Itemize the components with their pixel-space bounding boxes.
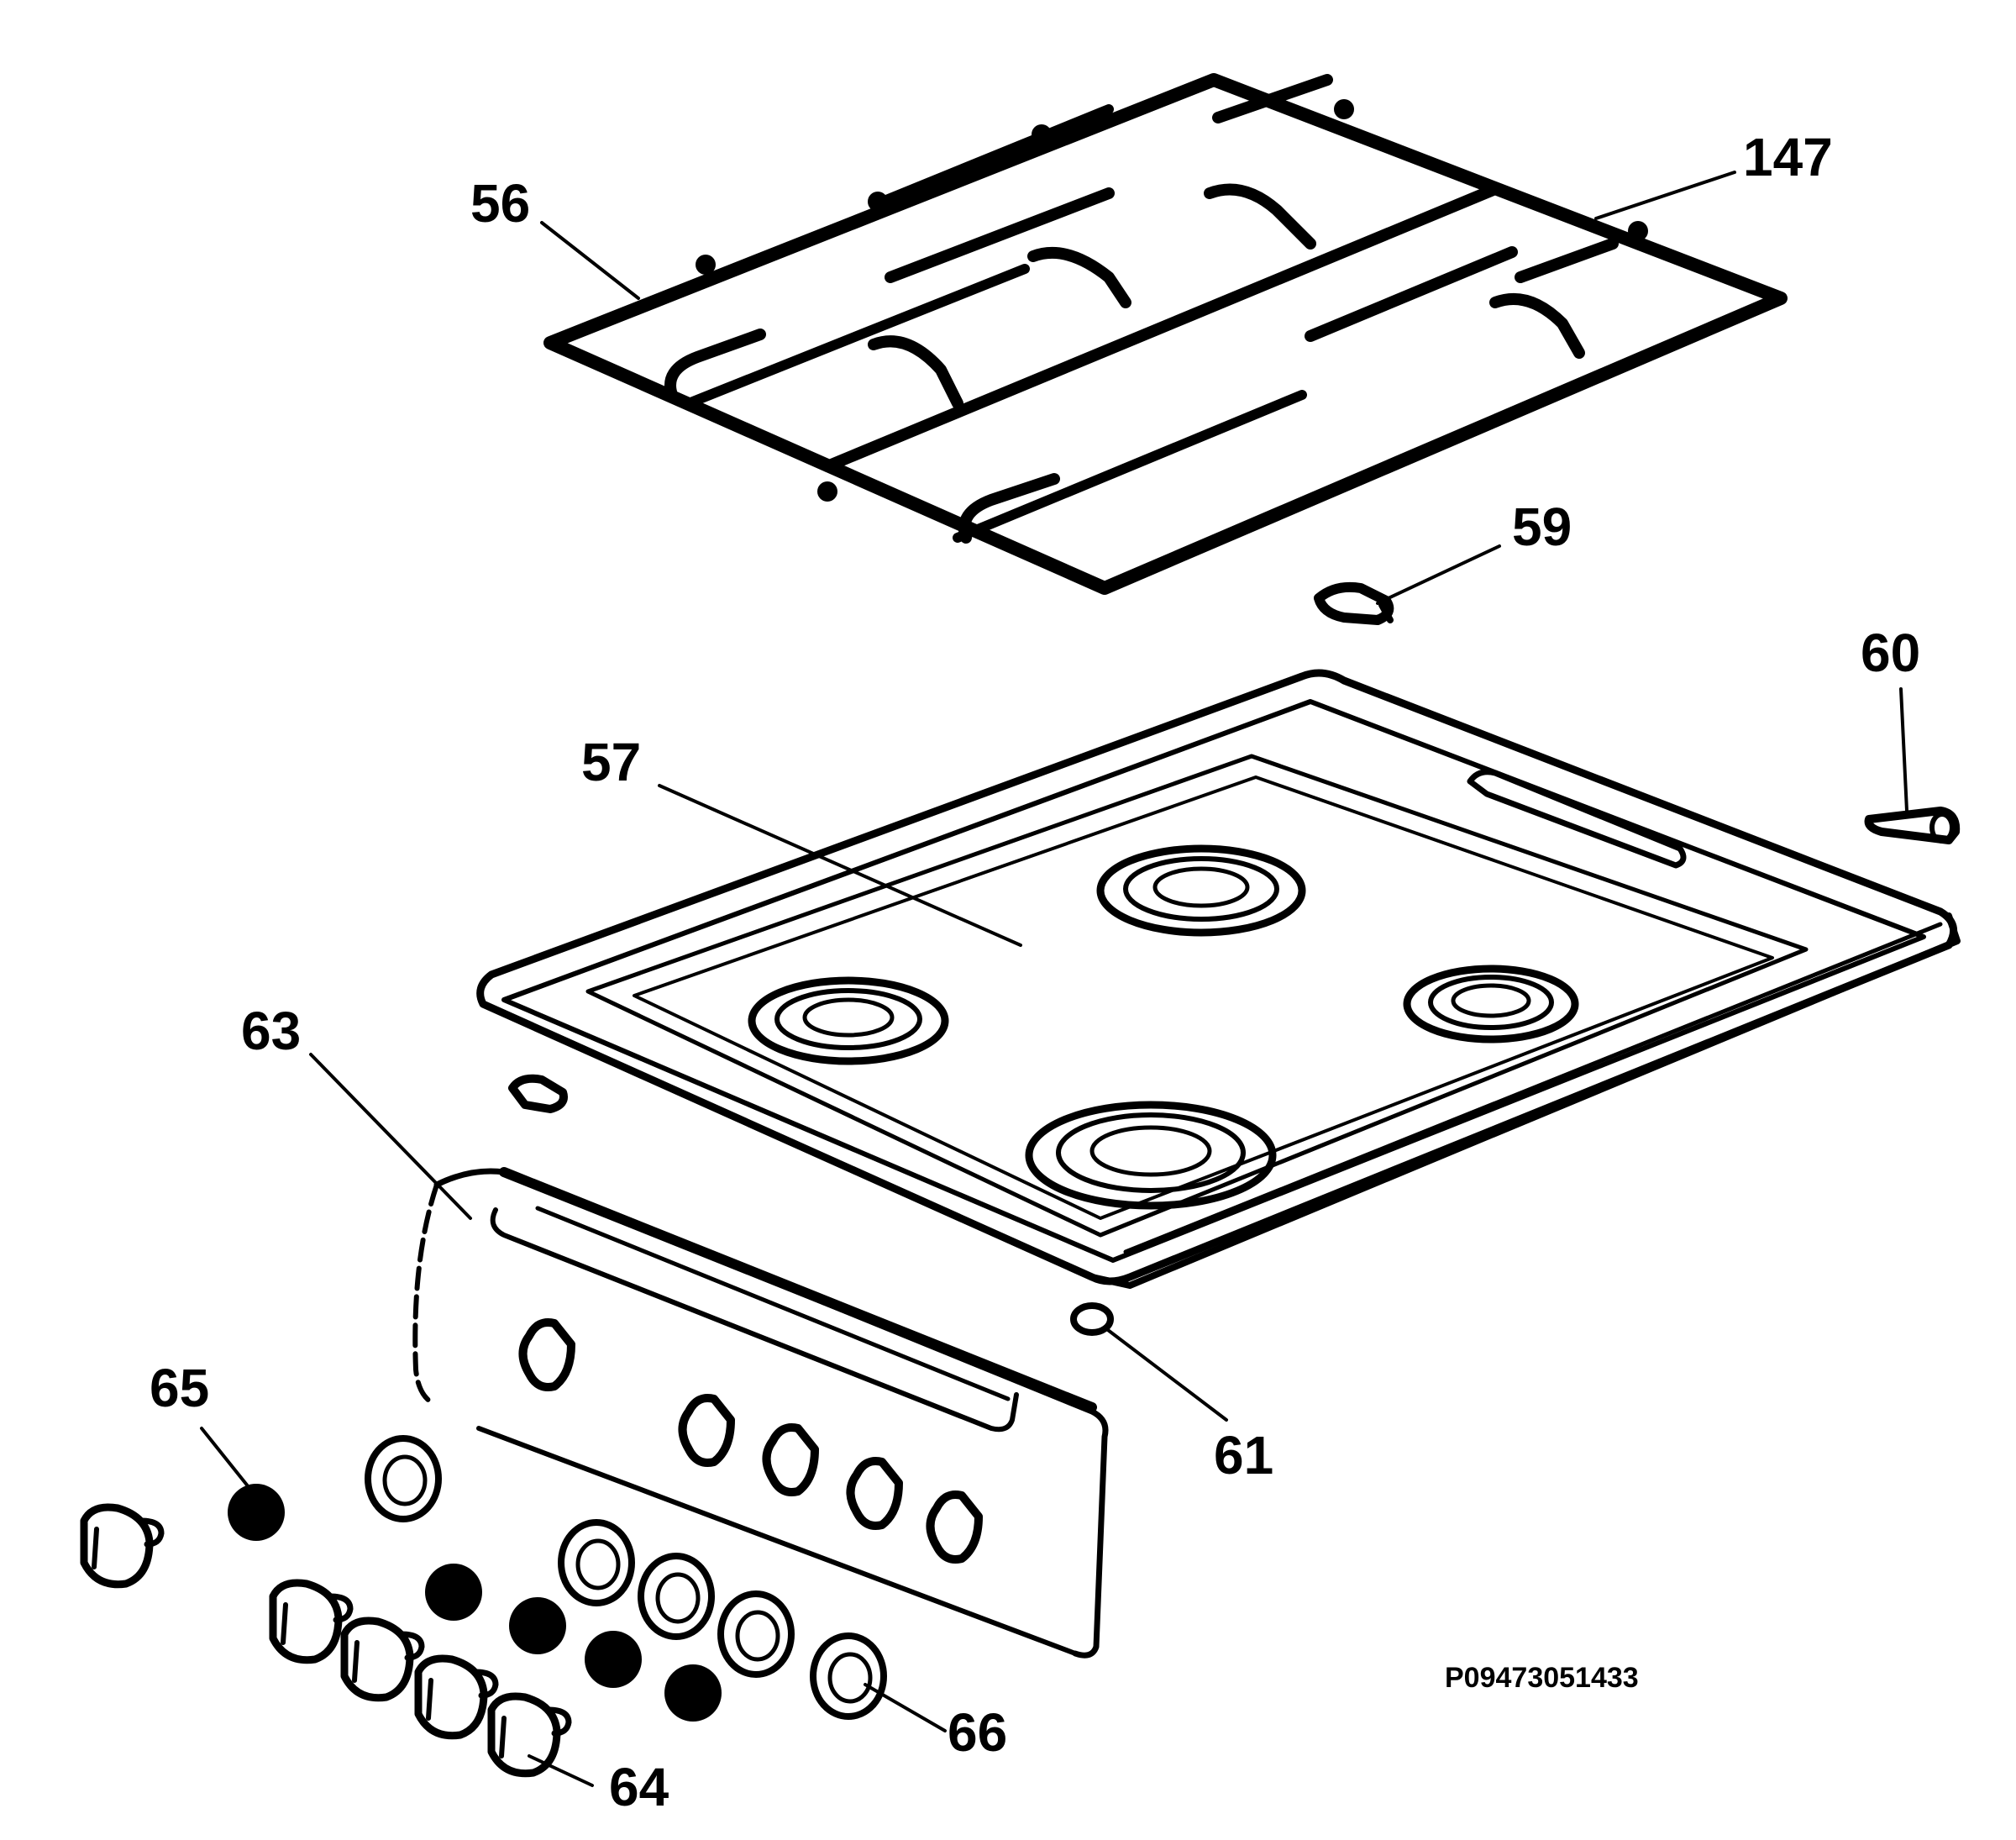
pan-support-grid (543, 73, 1788, 595)
leader-147 (1594, 171, 1736, 220)
callout-56: 56 (470, 173, 531, 234)
burner-front-left (748, 976, 949, 1065)
callout-60: 60 (1861, 623, 1921, 683)
knob-bezels (365, 1435, 887, 1720)
callout-61: 61 (1214, 1425, 1274, 1485)
knob-bezel (638, 1553, 715, 1640)
knob-hole (846, 1457, 903, 1530)
callout-147: 147 (1743, 127, 1833, 187)
control-knobs (80, 1503, 572, 1778)
leader-66 (864, 1683, 947, 1732)
leader-57 (658, 784, 1022, 947)
leader-64 (528, 1754, 594, 1787)
callout-57: 57 (581, 732, 642, 792)
control-panel (412, 1167, 1109, 1659)
leader-lines (200, 171, 1908, 1787)
knob-bezel (558, 1519, 635, 1606)
knob-bezel (810, 1632, 887, 1720)
leader-56 (540, 221, 640, 300)
fixing-part-left (508, 1074, 568, 1113)
control-knob (340, 1617, 425, 1702)
hob-top-plate (476, 669, 1961, 1289)
drawing-code: P09473051433 (1445, 1662, 1639, 1694)
burner-rear-right (1403, 965, 1579, 1044)
leader-65 (200, 1427, 254, 1493)
callout-66: 66 (948, 1702, 1008, 1763)
callout-65: 65 (150, 1358, 210, 1418)
control-knob (487, 1692, 572, 1778)
knob-bezel (365, 1435, 442, 1522)
clip-part-right (1864, 807, 1961, 844)
burner-front-right (1025, 1101, 1277, 1210)
burner-rear-left (1096, 844, 1306, 937)
control-knob (269, 1579, 354, 1664)
fixing-part-61 (1070, 1302, 1114, 1336)
knob-hole (678, 1394, 735, 1467)
control-knob (414, 1654, 499, 1740)
knob-hole (762, 1423, 819, 1496)
knob-hole (926, 1490, 983, 1564)
leader-60 (1899, 687, 1908, 812)
knob-plugs (228, 1484, 722, 1722)
clip-part (1314, 581, 1394, 625)
callout-63: 63 (241, 1001, 302, 1061)
leader-59 (1376, 544, 1501, 605)
callout-59: 59 (1512, 497, 1572, 557)
leader-61 (1103, 1326, 1228, 1422)
leader-63 (309, 1053, 472, 1220)
knob-hole (518, 1318, 575, 1391)
control-knob (80, 1503, 165, 1589)
knob-bezel (717, 1590, 795, 1678)
callout-64: 64 (609, 1757, 669, 1817)
